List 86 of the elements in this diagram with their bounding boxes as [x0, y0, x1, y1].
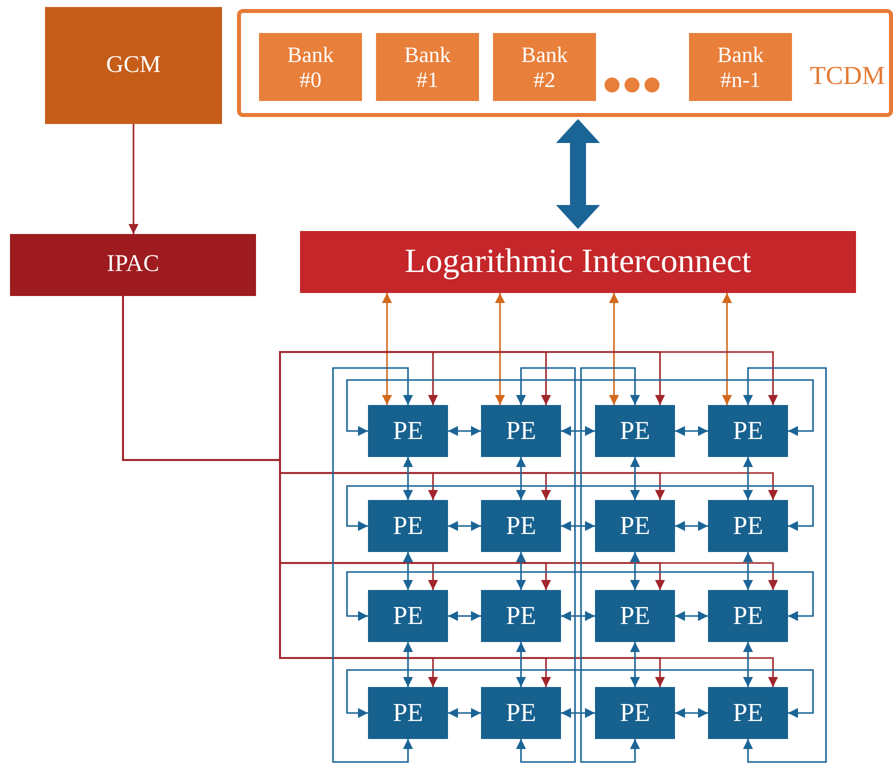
- arrow: [128, 124, 138, 234]
- arrow: [743, 457, 753, 500]
- bank-label: Bank #2: [520, 42, 569, 92]
- block-label: GCM: [106, 52, 161, 80]
- arrow: [743, 552, 753, 590]
- arrow: [722, 293, 732, 405]
- arrow: [675, 521, 708, 531]
- pe-box: [481, 687, 561, 739]
- pe-label: PE: [620, 698, 650, 728]
- pe-box: [368, 405, 448, 457]
- controller-box: [45, 7, 222, 124]
- bank-label: Bank #n-1: [716, 42, 765, 92]
- arrow: [403, 457, 413, 500]
- arrow: [346, 485, 814, 531]
- arrow: [346, 571, 814, 621]
- arrow: [448, 426, 481, 436]
- pe-label: PE: [732, 511, 764, 541]
- arrow: [495, 293, 505, 405]
- pe-label: PE: [620, 601, 650, 631]
- arrow: [403, 552, 413, 590]
- memory-bank-box: [689, 33, 792, 101]
- arrow: [382, 293, 392, 405]
- arrow: [743, 642, 753, 687]
- pe-label: PE: [732, 601, 764, 631]
- pe-label: PE: [620, 511, 650, 541]
- arrow: [448, 708, 481, 718]
- arrow: [516, 457, 526, 500]
- pe-box: [595, 405, 675, 457]
- pe-label: PE: [732, 416, 764, 446]
- pe-label: PE: [506, 601, 536, 631]
- arrow: [516, 552, 526, 590]
- arrow: [743, 367, 827, 763]
- pe-box: [481, 405, 561, 457]
- pe-box: [708, 500, 788, 552]
- pe-label: PE: [506, 416, 536, 446]
- memory-bank-box: [493, 33, 596, 101]
- pe-box: [708, 405, 788, 457]
- pe-box: [708, 590, 788, 642]
- memory-bank-box: [376, 33, 479, 101]
- pe-label: PE: [506, 511, 536, 541]
- arrow: [630, 642, 640, 687]
- arrow: [448, 521, 481, 531]
- arrow: [561, 611, 595, 621]
- pe-label: PE: [506, 698, 536, 728]
- interconnect-bar: [300, 231, 856, 293]
- arrow: [675, 708, 708, 718]
- arrow: [561, 521, 595, 531]
- pe-label: PE: [392, 698, 424, 728]
- pe-box: [708, 687, 788, 739]
- arrow: [630, 457, 640, 500]
- arrow: [561, 426, 595, 436]
- controller-box: [10, 234, 256, 296]
- pe-box: [368, 590, 448, 642]
- arrow: [516, 367, 576, 763]
- memory-bank-box: [259, 33, 362, 101]
- pe-label: PE: [392, 511, 424, 541]
- arrow: [609, 293, 619, 405]
- arrow: [346, 669, 814, 718]
- double-arrow: [556, 119, 600, 229]
- pe-label: PE: [392, 416, 424, 446]
- arrow: [403, 642, 413, 687]
- memory-container: [237, 9, 893, 117]
- pe-box: [481, 590, 561, 642]
- pe-box: [368, 500, 448, 552]
- arrow: [675, 611, 708, 621]
- arrow: [516, 642, 526, 687]
- arrow: [561, 708, 595, 718]
- interconnect-label: Logarithmic Interconnect: [404, 242, 752, 282]
- pe-box: [368, 687, 448, 739]
- pe-box: [595, 687, 675, 739]
- pe-box: [481, 500, 561, 552]
- block-label: IPAC: [106, 251, 160, 279]
- arrow: [332, 367, 413, 763]
- pe-label: PE: [620, 416, 650, 446]
- pe-box: [595, 500, 675, 552]
- arrow: [675, 426, 708, 436]
- pe-box: [595, 590, 675, 642]
- pe-label: PE: [392, 601, 424, 631]
- arrow: [346, 379, 814, 436]
- bank-label: Bank #1: [403, 42, 452, 92]
- memory-label: TCDM: [810, 61, 885, 91]
- arrow: [448, 611, 481, 621]
- pe-label: PE: [732, 698, 764, 728]
- arrow: [580, 367, 640, 763]
- arrow: [630, 552, 640, 590]
- bank-label: Bank #0: [286, 42, 335, 92]
